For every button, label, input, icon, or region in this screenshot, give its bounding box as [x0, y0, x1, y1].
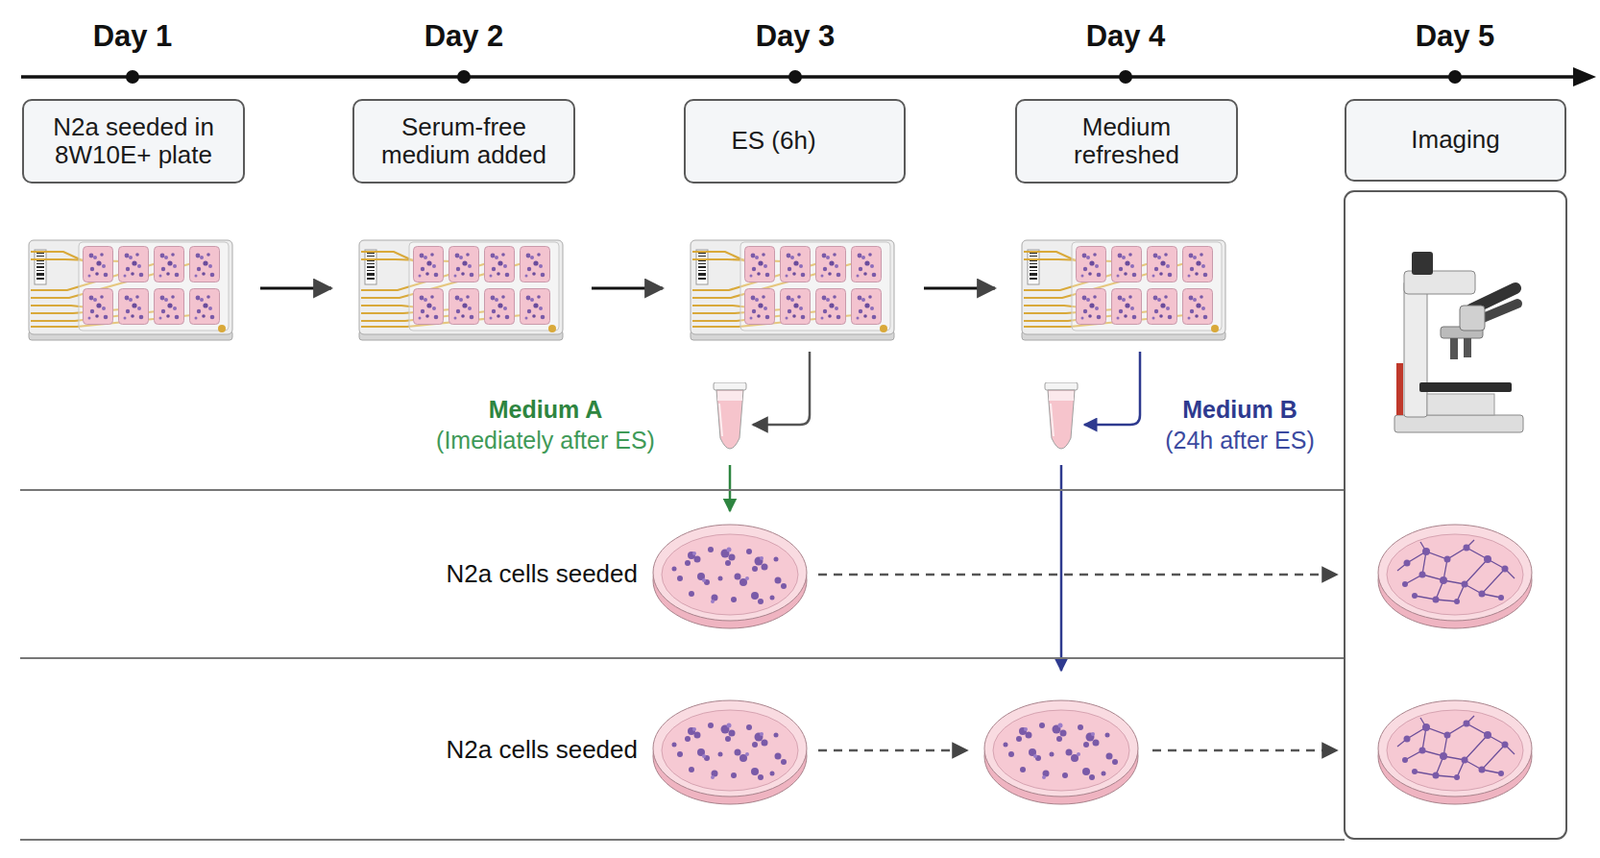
step-box: Imaging — [1344, 98, 1567, 182]
plate-arrows — [260, 287, 995, 291]
step-text: Imaging — [1410, 125, 1501, 154]
annotation-label: N2a cells seeded — [330, 559, 638, 589]
tube-icon — [713, 382, 747, 449]
tube-icon — [1044, 382, 1078, 449]
timeline — [21, 67, 1597, 87]
annotation-label: (24h after ES) — [1086, 426, 1394, 455]
step-text: Serum-free medium added — [367, 113, 560, 170]
day-label: Day 5 — [1378, 19, 1532, 54]
annotation-label: Medium B — [1086, 395, 1394, 424]
medium-collection — [729, 351, 1140, 671]
step-text: ES (6h) — [730, 126, 816, 155]
step-box: ES (6h) — [683, 98, 906, 184]
day-label: Day 1 — [55, 19, 210, 54]
microscope-icon — [1394, 251, 1524, 433]
day-label: Day 3 — [718, 19, 873, 54]
step-box: Medium refreshed — [1015, 98, 1238, 184]
annotation-label: (Imediately after ES) — [391, 426, 700, 455]
step-text: N2a seeded in 8W10E+ plate — [37, 113, 230, 170]
dashed-arrows — [818, 574, 1337, 751]
culture-plates — [28, 240, 1226, 340]
row-separators — [20, 489, 1345, 840]
annotation-label: Medium A — [391, 395, 700, 424]
step-text: Medium refreshed — [1030, 113, 1223, 170]
step-box: Serum-free medium added — [352, 98, 576, 184]
step-box: N2a seeded in 8W10E+ plate — [22, 98, 245, 184]
imaging-panel — [1344, 191, 1567, 839]
culture-dishes — [653, 524, 1532, 804]
day-label: Day 4 — [1048, 19, 1203, 54]
annotation-label: N2a cells seeded — [330, 735, 638, 765]
day-label: Day 2 — [387, 19, 541, 54]
